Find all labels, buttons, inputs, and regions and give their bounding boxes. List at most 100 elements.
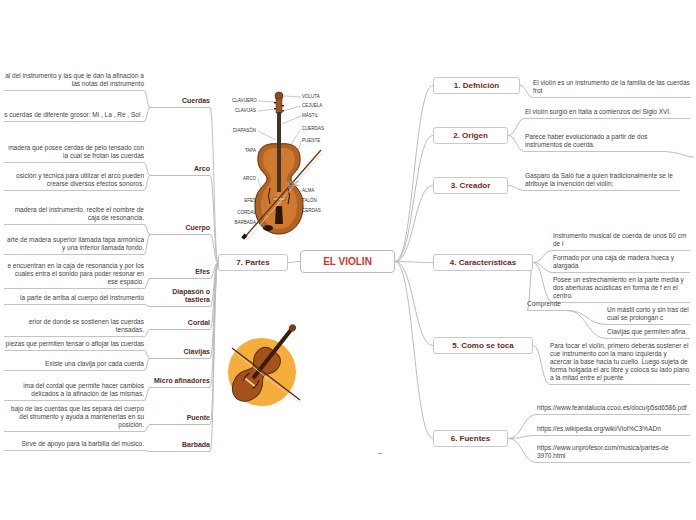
note-topic: El violín surgió en Italia a comienzos d… <box>525 108 690 119</box>
main-branch-box: 4. Características <box>433 254 533 271</box>
part-topic: Puente <box>150 414 210 425</box>
branch-line <box>144 425 150 432</box>
part-label: CUERDAS <box>302 126 324 131</box>
note-topic: Gasparo da Salò fue a quien tradicionalm… <box>525 172 680 191</box>
node-text: 6. Fuentes <box>439 434 502 443</box>
part-label: ALMA <box>302 188 314 193</box>
node-text: 1. Defnición <box>439 81 514 90</box>
node-text: Micro afinadores <box>150 377 210 385</box>
node-text: Cordal <box>150 319 210 327</box>
central-topic: EL VIOLIN <box>300 250 395 273</box>
branch-line <box>144 359 150 371</box>
part-topic: Barbada <box>150 441 210 452</box>
node-text: 5. Como se toca <box>439 341 527 350</box>
note-topic: la parte de arriba al cuerpo del instrum… <box>4 294 144 305</box>
part-label: CERDAS <box>302 208 321 213</box>
note-topic: e encuentran en la caja de resonancia y … <box>4 262 144 289</box>
node-text: Arco <box>150 165 210 173</box>
node-text: arte de madera superior llamada tapa arm… <box>4 236 144 252</box>
note-topic: piezas que permiten tensar o aflojar las… <box>4 340 144 351</box>
node-text: madera que posee cerdas de pelo tensado … <box>4 144 144 160</box>
part-topic: Cordal <box>150 319 210 330</box>
part-label: PUENTE <box>302 138 320 143</box>
part-label: TAPA <box>232 148 256 153</box>
part-label: CLAVIJAS <box>232 108 256 113</box>
branch-line <box>210 176 218 263</box>
node-text: Sirve de apoyo para la barbilla del músi… <box>4 440 144 448</box>
node-text: al del instrumento y las que le dan la a… <box>4 72 144 88</box>
note-topic: El violín es un instrumento de la famili… <box>533 79 691 98</box>
branch-line <box>144 279 150 289</box>
node-text: Efes <box>150 268 210 276</box>
node-text: madera del instrumento, recibe el nombre… <box>4 206 144 222</box>
node-text: 4. Características <box>439 258 527 267</box>
part-label: MÁSTIL <box>302 113 318 118</box>
branch-line <box>533 263 553 303</box>
branch-line <box>210 108 218 263</box>
branch-stub <box>668 152 694 157</box>
branch-line <box>533 346 550 385</box>
branch-line <box>508 119 525 136</box>
node-text: 7. Partes <box>224 258 282 267</box>
node-text: Para tocar el violín, primero deberás so… <box>550 342 690 382</box>
node-text: https://www.feandalucia.ccoo.es/docu/p5s… <box>537 404 690 412</box>
note-topic: Posee un estrechamiento en la parte medi… <box>553 276 690 303</box>
note-mark: – <box>378 448 382 457</box>
branch-line <box>520 86 533 98</box>
note-topic: Parece haber evolucionado a partir de do… <box>525 133 668 152</box>
branch-line <box>210 235 218 263</box>
node-text: Posee un estrechamiento en la parte medi… <box>553 276 690 300</box>
node-text: piezas que permiten tensar o aflojar las… <box>4 340 144 348</box>
branch-line <box>144 176 150 191</box>
note-topic: https://es.wikipedia.org/wiki/Viol%C3%AD… <box>537 425 690 436</box>
note-topic: madera que posee cerdas de pelo tensado … <box>4 144 144 163</box>
main-branch-box: 2. Origen <box>433 127 508 144</box>
node-text: El violín surgió en Italia a comienzos d… <box>525 108 690 116</box>
note-topic: Un mástil corto y sin tras del cual se p… <box>607 306 690 325</box>
branch-line <box>395 262 433 346</box>
branch-line <box>533 251 553 263</box>
note-topic: https://www.unprofesor.com/musica/partes… <box>537 444 690 463</box>
main-branch-box: 6. Fuentes <box>433 430 508 447</box>
note-topic: osición y técnica para utilizar el arco … <box>4 172 144 191</box>
violin-drawing <box>241 92 322 240</box>
branch-line <box>508 415 537 439</box>
note-topic: Para tocar el violín, primero deberás so… <box>550 342 690 385</box>
node-text: https://es.wikipedia.org/wiki/Viol%C3%AD… <box>537 425 690 433</box>
part-topic: Micro afinadores <box>150 377 210 388</box>
node-text: 2. Origen <box>439 131 502 140</box>
branch-line <box>395 86 433 262</box>
node-text: Existe una clavija por cada cuerda <box>4 360 144 368</box>
violin-icon <box>226 316 306 407</box>
node-text: EL VIOLIN <box>305 256 390 267</box>
note-topic: arte de madera superior llamada tapa arm… <box>4 236 144 255</box>
branch-line <box>508 439 537 463</box>
note-topic: al del instrumento y las que le dan la a… <box>4 72 144 91</box>
node-text: Parece haber evolucionado a partir de do… <box>525 133 668 149</box>
branch-line <box>144 330 150 337</box>
part-label: BARBADA <box>232 220 256 225</box>
note-topic: erior de donde se sostienen las cuerdas … <box>4 318 144 337</box>
node-text: Barbada <box>150 441 210 449</box>
note-topic: bajo de las cuerdas que las separa del c… <box>4 405 144 432</box>
branch-line <box>567 311 607 325</box>
branch-line <box>508 136 525 152</box>
node-text: Cuerdas <box>150 97 210 105</box>
part-label: DIAPASÓN <box>232 128 256 133</box>
branch-line <box>395 262 433 263</box>
note-topic: Comprende <box>527 300 567 311</box>
part-topic: Cuerdas <box>150 97 210 108</box>
part-label: TALÓN <box>302 198 317 203</box>
branch-line <box>395 186 433 262</box>
part-label: VOLUTA <box>302 94 320 99</box>
part-topic: Cuerpo <box>150 224 210 235</box>
node-text: https://www.unprofesor.com/musica/partes… <box>537 444 690 460</box>
node-text: Formado por una caja de madera hueca y a… <box>553 254 690 270</box>
main-branch-box: 7. Partes <box>218 254 288 271</box>
part-topic: Clavijas <box>150 348 210 359</box>
node-text: osición y técnica para utilizar el arco … <box>4 172 144 188</box>
part-topic: Arco <box>150 165 210 176</box>
node-text: Gasparo da Salò fue a quien tradicionalm… <box>525 172 680 188</box>
node-text: bajo de las cuerdas que las separa del c… <box>4 405 144 429</box>
